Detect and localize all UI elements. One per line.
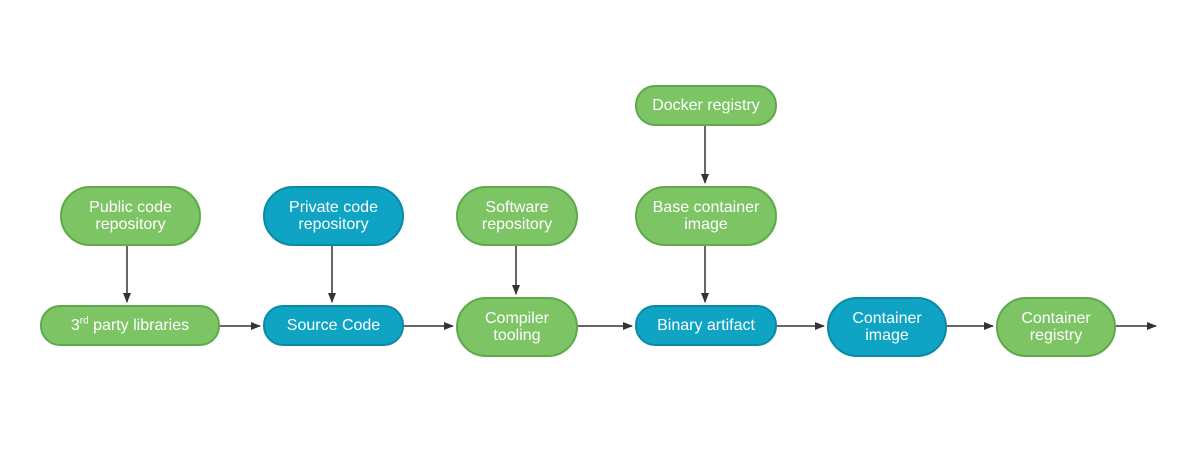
container-registry-line2: registry xyxy=(1029,327,1083,344)
private-repo-line1: Private code xyxy=(289,199,378,216)
base-image-line2: image xyxy=(684,216,728,233)
third-party-label: 3rd party libraries xyxy=(70,315,190,334)
container-registry-node: Container registry xyxy=(996,297,1116,357)
private-code-repository-node: Private code repository xyxy=(263,186,404,246)
docker-registry-node: Docker registry xyxy=(635,85,777,126)
public-repo-line1: Public code xyxy=(89,199,172,216)
container-image-line2: image xyxy=(865,327,909,344)
compiler-tooling-node: Compiler tooling xyxy=(456,297,578,357)
base-image-line1: Base container xyxy=(652,199,760,216)
public-repo-line2: repository xyxy=(95,216,166,233)
compiler-line1: Compiler xyxy=(484,310,549,327)
compiler-line2: tooling xyxy=(493,327,541,344)
third-party-libraries-node: 3rd party libraries xyxy=(40,305,220,346)
container-registry-line1: Container xyxy=(1021,310,1091,327)
source-code-node: Source Code xyxy=(263,305,404,346)
software-repo-line1: Software xyxy=(485,199,549,216)
software-repository-node: Software repository xyxy=(456,186,578,246)
third-party-prefix: 3 xyxy=(70,317,80,334)
binary-label: Binary artifact xyxy=(657,317,755,334)
container-image-node: Container image xyxy=(827,297,947,357)
third-party-sup: rd xyxy=(79,315,89,327)
base-container-image-node: Base container image xyxy=(635,186,777,246)
source-code-label: Source Code xyxy=(286,317,381,334)
private-repo-line2: repository xyxy=(298,216,369,233)
docker-registry-label: Docker registry xyxy=(652,97,760,114)
binary-artifact-node: Binary artifact xyxy=(635,305,777,346)
software-repo-line2: repository xyxy=(481,216,553,233)
third-party-rest: party libraries xyxy=(88,317,190,334)
container-image-line1: Container xyxy=(852,310,922,327)
public-code-repository-node: Public code repository xyxy=(60,186,201,246)
